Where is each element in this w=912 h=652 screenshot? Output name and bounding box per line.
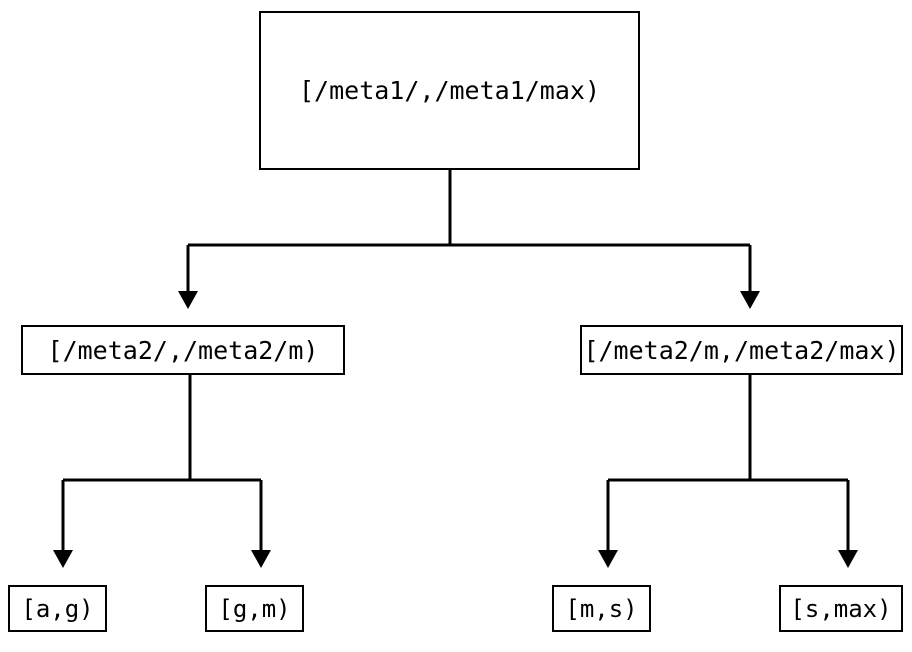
node-root[interactable]: [/meta1/,/meta1/max) (259, 11, 640, 170)
arrowhead-to-leaf-4 (838, 550, 858, 568)
node-internal-left[interactable]: [/meta2/,/meta2/m) (21, 325, 345, 375)
node-root-label: [/meta1/,/meta1/max) (298, 76, 601, 105)
node-leaf-3-label: [m,s) (565, 594, 638, 623)
arrowhead-to-internal-left (178, 291, 198, 309)
node-leaf-2-label: [g,m) (218, 594, 291, 623)
edge-root-to-children (178, 170, 760, 309)
node-leaf-2[interactable]: [g,m) (205, 585, 304, 632)
node-internal-left-label: [/meta2/,/meta2/m) (47, 335, 319, 365)
node-internal-right-label: [/meta2/m,/meta2/max) (583, 335, 900, 365)
node-leaf-1[interactable]: [a,g) (8, 585, 107, 632)
arrowhead-to-leaf-1 (53, 550, 73, 568)
arrowhead-to-leaf-3 (598, 550, 618, 568)
edge-internal-left-to-children (53, 375, 271, 568)
node-leaf-3[interactable]: [m,s) (552, 585, 651, 632)
node-internal-right[interactable]: [/meta2/m,/meta2/max) (580, 325, 903, 375)
node-leaf-4-label: [s,max) (790, 594, 892, 623)
arrowhead-to-leaf-2 (251, 550, 271, 568)
edge-internal-right-to-children (598, 375, 858, 568)
arrowhead-to-internal-right (740, 291, 760, 309)
node-leaf-1-label: [a,g) (21, 594, 94, 623)
node-leaf-4[interactable]: [s,max) (779, 585, 903, 632)
